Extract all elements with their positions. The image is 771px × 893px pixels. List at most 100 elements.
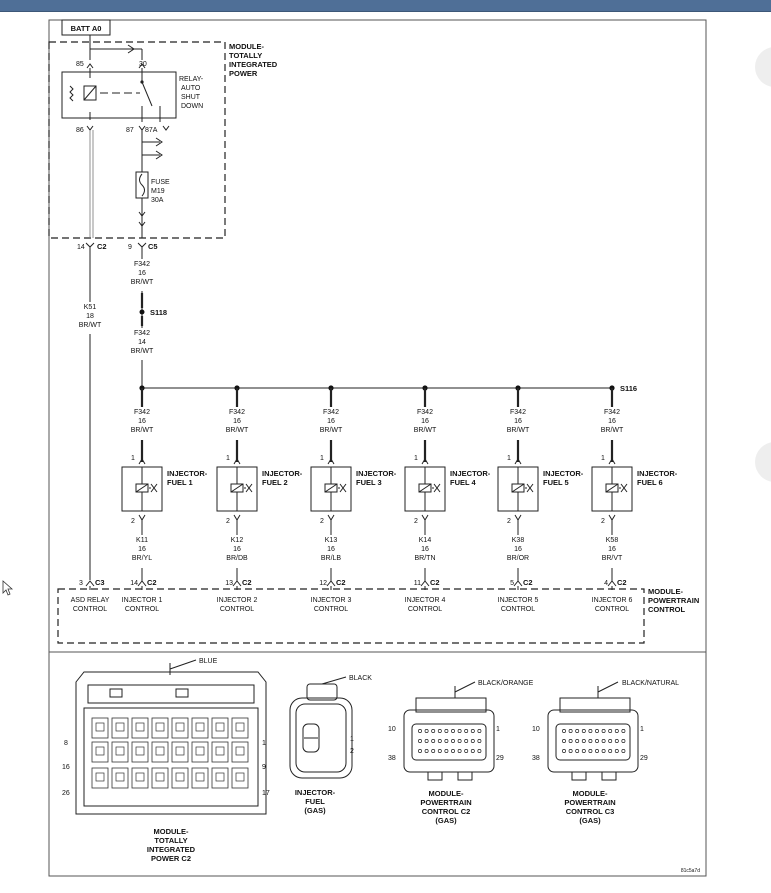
svg-text:16: 16 bbox=[514, 418, 522, 425]
svg-text:MODULE-: MODULE- bbox=[154, 827, 189, 836]
svg-text:30A: 30A bbox=[151, 197, 164, 204]
svg-text:K38: K38 bbox=[512, 537, 525, 544]
svg-text:F342: F342 bbox=[134, 261, 150, 268]
svg-text:INJECTOR-: INJECTOR- bbox=[262, 469, 303, 478]
svg-text:11: 11 bbox=[414, 580, 421, 587]
svg-text:10: 10 bbox=[388, 726, 396, 733]
svg-text:5: 5 bbox=[510, 580, 514, 587]
svg-text:INTEGRATED: INTEGRATED bbox=[147, 845, 196, 854]
svg-text:1: 1 bbox=[507, 455, 511, 462]
svg-text:INJECTOR-: INJECTOR- bbox=[450, 469, 491, 478]
svg-text:F342: F342 bbox=[134, 330, 150, 337]
svg-text:INJECTOR-: INJECTOR- bbox=[295, 788, 336, 797]
svg-text:(GAS): (GAS) bbox=[304, 806, 326, 815]
svg-text:BLACK/NATURAL: BLACK/NATURAL bbox=[622, 680, 679, 687]
svg-text:C2: C2 bbox=[336, 578, 346, 587]
wiring-diagram: BATT A0 MODULE- TOTALLY INTEGRATED POWER… bbox=[0, 12, 771, 888]
svg-text:38: 38 bbox=[532, 755, 540, 762]
svg-text:18: 18 bbox=[86, 313, 94, 320]
svg-text:FUEL 4: FUEL 4 bbox=[450, 478, 477, 487]
svg-text:F342: F342 bbox=[417, 409, 433, 416]
svg-text:9: 9 bbox=[262, 764, 266, 771]
svg-text:CONTROL: CONTROL bbox=[501, 606, 535, 613]
svg-text:2: 2 bbox=[601, 518, 605, 525]
svg-text:CONTROL: CONTROL bbox=[73, 606, 107, 613]
connector-pcm-c2: BLACK/ORANGE 10 38 1 29 MODULE- POWERTRA… bbox=[388, 680, 534, 825]
svg-text:FUEL: FUEL bbox=[305, 797, 325, 806]
svg-text:1: 1 bbox=[320, 455, 324, 462]
svg-text:16: 16 bbox=[608, 418, 616, 425]
svg-text:POWER: POWER bbox=[229, 69, 258, 78]
svg-text:BR/WT: BR/WT bbox=[131, 348, 154, 355]
batt-box bbox=[61, 19, 111, 36]
svg-text:K14: K14 bbox=[419, 537, 432, 544]
tipm-connector-c5: 9 C5 bbox=[128, 242, 158, 252]
svg-text:14: 14 bbox=[138, 339, 146, 346]
svg-text:BLACK: BLACK bbox=[349, 675, 372, 682]
window-title-bar bbox=[0, 0, 771, 12]
svg-text:F342: F342 bbox=[323, 409, 339, 416]
svg-text:BR/VT: BR/VT bbox=[602, 555, 623, 562]
side-circle-decor bbox=[755, 442, 771, 482]
svg-text:DOWN: DOWN bbox=[181, 103, 203, 110]
svg-text:INJECTOR 6: INJECTOR 6 bbox=[592, 597, 633, 604]
svg-text:C5: C5 bbox=[148, 242, 158, 251]
svg-text:16: 16 bbox=[233, 418, 241, 425]
svg-text:1: 1 bbox=[601, 455, 605, 462]
svg-text:BR/LB: BR/LB bbox=[321, 555, 342, 562]
svg-text:INJECTOR-: INJECTOR- bbox=[543, 469, 584, 478]
wire-f342-top-label: F342 16 BR/WT bbox=[126, 259, 158, 291]
svg-text:BR/WT: BR/WT bbox=[226, 427, 249, 434]
svg-text:29: 29 bbox=[640, 755, 648, 762]
svg-text:16: 16 bbox=[138, 418, 146, 425]
svg-text:INTEGRATED: INTEGRATED bbox=[229, 60, 278, 69]
svg-text:1: 1 bbox=[496, 726, 500, 733]
svg-text:2: 2 bbox=[131, 518, 135, 525]
svg-text:INJECTOR-: INJECTOR- bbox=[637, 469, 678, 478]
svg-text:F342: F342 bbox=[134, 409, 150, 416]
asd-relay-control-pin: 3 C3 ASD RELAY CONTROL bbox=[71, 578, 110, 613]
connector-tipm-c2: BLUE 8 16 26 1 9 17 MODULE- TOTALLY INTE… bbox=[62, 658, 270, 863]
svg-text:8: 8 bbox=[64, 740, 68, 747]
svg-text:F342: F342 bbox=[229, 409, 245, 416]
svg-text:16: 16 bbox=[233, 546, 241, 553]
svg-text:K58: K58 bbox=[606, 537, 619, 544]
svg-text:38: 38 bbox=[388, 755, 396, 762]
svg-text:BR/WT: BR/WT bbox=[320, 427, 343, 434]
svg-text:FUEL 6: FUEL 6 bbox=[637, 478, 663, 487]
svg-text:FUEL 2: FUEL 2 bbox=[262, 478, 288, 487]
svg-text:1: 1 bbox=[350, 736, 354, 743]
batt-label: BATT A0 bbox=[71, 24, 102, 33]
svg-text:4: 4 bbox=[604, 580, 608, 587]
svg-text:85: 85 bbox=[76, 61, 84, 68]
diagram-frame bbox=[48, 19, 707, 877]
svg-text:CONTROL C2: CONTROL C2 bbox=[422, 807, 471, 816]
wire-k51-label: K51 18 BR/WT bbox=[78, 302, 102, 334]
svg-text:K13: K13 bbox=[325, 537, 338, 544]
svg-text:CONTROL: CONTROL bbox=[220, 606, 254, 613]
svg-text:87A: 87A bbox=[145, 127, 158, 134]
svg-text:F342: F342 bbox=[604, 409, 620, 416]
svg-text:(GAS): (GAS) bbox=[435, 816, 457, 825]
svg-text:86: 86 bbox=[76, 127, 84, 134]
svg-text:BLUE: BLUE bbox=[199, 658, 218, 665]
svg-text:POWERTRAIN: POWERTRAIN bbox=[564, 798, 615, 807]
svg-text:BR/WT: BR/WT bbox=[131, 427, 154, 434]
svg-text:POWERTRAIN: POWERTRAIN bbox=[648, 596, 699, 605]
connector-pcm-c3: BLACK/NATURAL 10 38 1 29 MODULE- POWERTR… bbox=[532, 680, 679, 825]
svg-text:FUEL 1: FUEL 1 bbox=[167, 478, 193, 487]
asd-relay: 85 30 RELAY- AUTO SHUT DOWN 86 87 87A bbox=[61, 61, 204, 134]
svg-text:26: 26 bbox=[62, 790, 70, 797]
svg-text:14: 14 bbox=[77, 244, 85, 251]
svg-text:INJECTOR 5: INJECTOR 5 bbox=[498, 597, 539, 604]
svg-text:3: 3 bbox=[79, 580, 83, 587]
svg-text:C2: C2 bbox=[523, 578, 533, 587]
side-circle-decor bbox=[755, 47, 771, 87]
svg-text:2: 2 bbox=[350, 748, 354, 755]
svg-text:MODULE-: MODULE- bbox=[229, 42, 264, 51]
svg-text:K51: K51 bbox=[84, 304, 97, 311]
svg-text:INJECTOR 3: INJECTOR 3 bbox=[311, 597, 352, 604]
svg-text:C2: C2 bbox=[147, 578, 157, 587]
